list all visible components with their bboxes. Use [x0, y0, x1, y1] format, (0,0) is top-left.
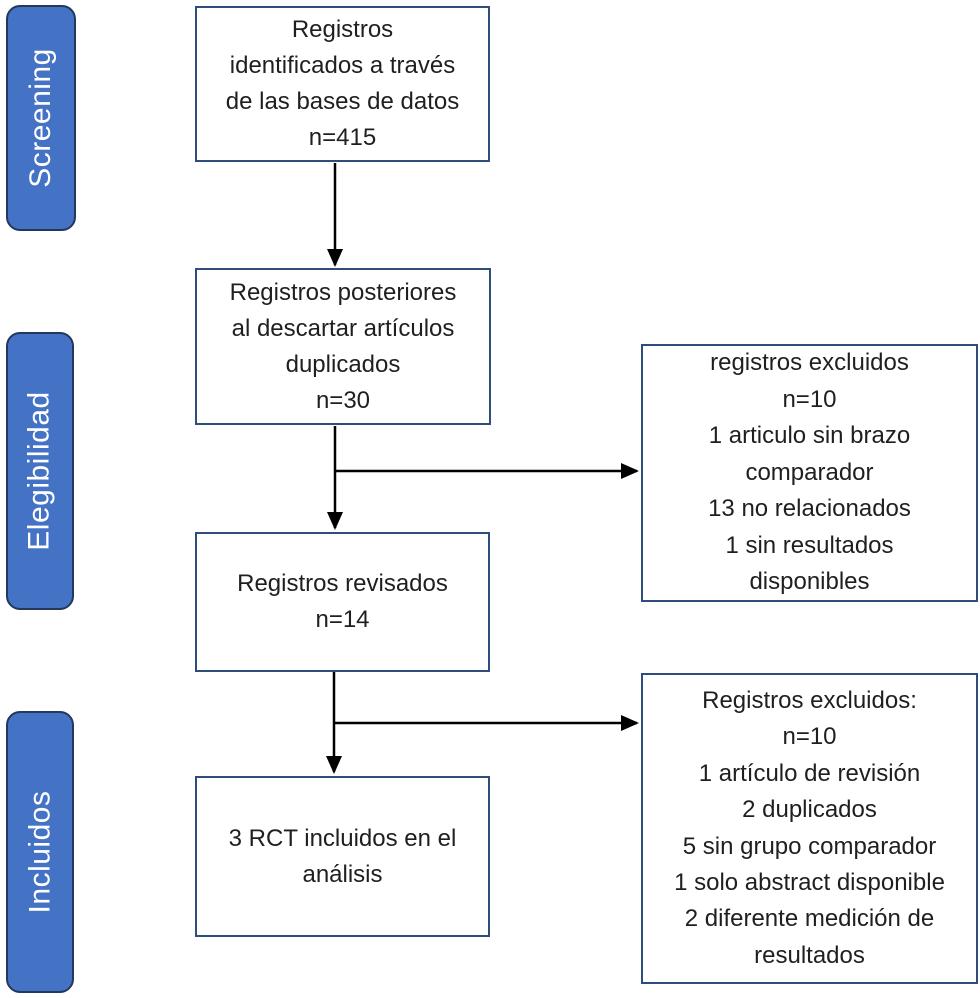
- stage-screening-label: Screening: [24, 48, 57, 188]
- stage-included: Incluidos: [6, 711, 74, 993]
- box-records-excluded-eligibility: Registros excluidos: n=10 1 artículo de …: [641, 673, 978, 984]
- box-after-duplicates-removed-text: Registros posteriores al descartar artíc…: [229, 278, 457, 414]
- stage-eligibility: Elegibilidad: [6, 332, 74, 610]
- box-records-reviewed: Registros revisados n=14: [195, 532, 490, 672]
- box-after-duplicates-removed: Registros posteriores al descartar artíc…: [195, 268, 491, 425]
- box-identified-records-text: Registros identificados a través de las …: [225, 16, 460, 151]
- box-rct-included-text: 3 RCT incluidos en el análisis: [228, 824, 457, 888]
- stage-included-label: Incluidos: [23, 790, 56, 914]
- box-rct-included: 3 RCT incluidos en el análisis: [195, 776, 490, 937]
- stage-eligibility-label: Elegibilidad: [23, 391, 57, 551]
- stage-screening: Screening: [6, 5, 76, 231]
- box-records-excluded-screening-text: registros excluidos n=10 1 articulo sin …: [708, 349, 911, 596]
- box-records-excluded-screening: registros excluidos n=10 1 articulo sin …: [641, 344, 978, 602]
- box-identified-records: Registros identificados a través de las …: [195, 6, 490, 162]
- box-records-excluded-eligibility-text: Registros excluidos: n=10 1 artículo de …: [674, 686, 945, 969]
- box-records-reviewed-text: Registros revisados n=14: [237, 570, 448, 633]
